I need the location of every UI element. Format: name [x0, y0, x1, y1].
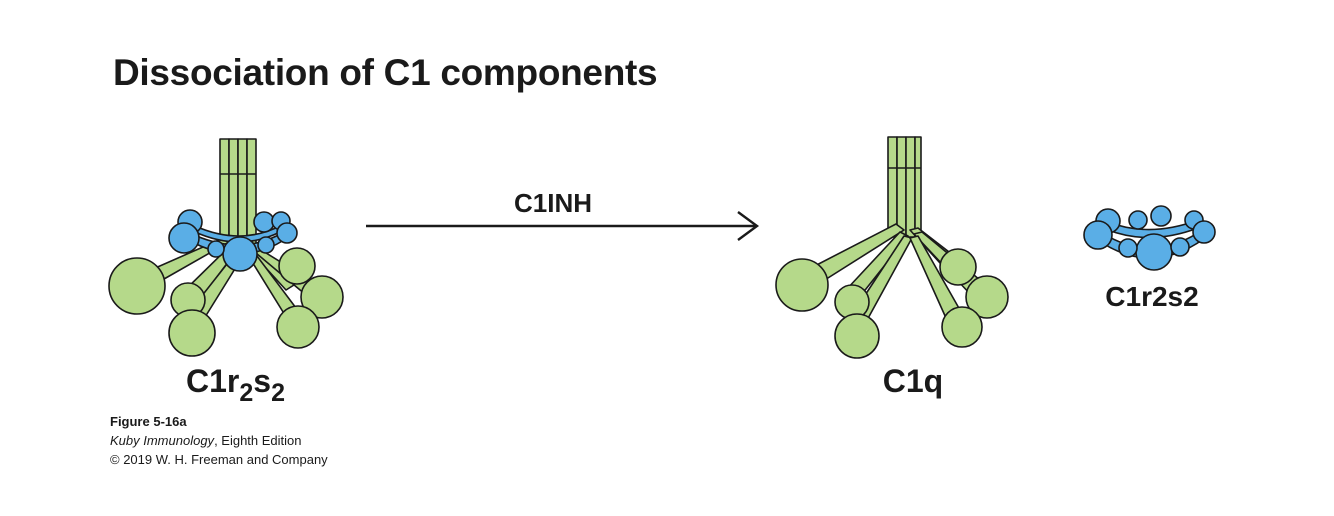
c1q-free-stalk: [887, 136, 922, 238]
c1q-free-heads: [775, 248, 1009, 359]
c1q-label: C1q: [883, 363, 943, 399]
book-title: Kuby Immunology: [110, 433, 215, 448]
figure-credit: Figure 5-16a Kuby Immunology, Eighth Edi…: [110, 412, 328, 469]
c1q-heads: [108, 247, 344, 357]
figure-number: Figure 5-16a: [110, 414, 187, 429]
book-citation: Kuby Immunology, Eighth Edition: [110, 431, 328, 450]
figure-title: Dissociation of C1 components: [113, 52, 658, 93]
copyright-line: © 2019 W. H. Freeman and Company: [110, 452, 328, 467]
c1r2s2-free: [1083, 205, 1216, 271]
c1r2s2-complex-label: C1r2s2: [186, 363, 285, 407]
c1-complex: [108, 138, 344, 357]
c1inh-label: C1INH: [514, 188, 592, 218]
dissociation-arrow: [366, 211, 760, 241]
c1r2s2-free-label: C1r2s2: [1105, 281, 1198, 312]
c1q-molecule: [775, 136, 1009, 359]
book-edition: , Eighth Edition: [214, 433, 302, 448]
c1r2s2-bound: [168, 209, 298, 272]
